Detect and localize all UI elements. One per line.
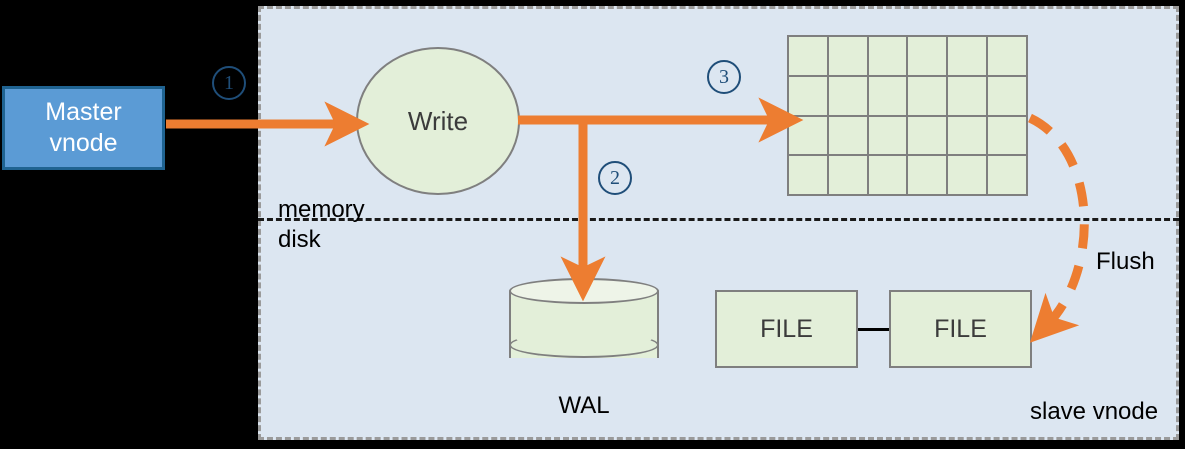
memtable-cell: [948, 156, 987, 194]
memory-label: memory: [278, 196, 365, 223]
write-node[interactable]: Write: [356, 47, 520, 195]
memtable-cell: [988, 116, 1026, 155]
flush-label: Flush: [1096, 248, 1155, 275]
memtable-cell: [908, 37, 947, 75]
wal-cylinder[interactable]: [509, 278, 659, 371]
memtable-cell: [988, 37, 1026, 75]
step-number-2: 2: [598, 161, 632, 195]
file-box-1-label: FILE: [760, 314, 813, 343]
memtable-cell: [789, 116, 827, 155]
master-vnode-label-line1: Master: [45, 98, 122, 126]
file-connector-line: [857, 328, 890, 331]
slave-vnode-label: slave vnode: [1030, 398, 1159, 425]
memtable-grid: [787, 35, 1028, 196]
master-vnode-box[interactable]: Master vnode: [2, 86, 165, 170]
memory-disk-divider: [258, 218, 1179, 221]
file-box-2-label: FILE: [934, 314, 987, 343]
memtable-cell: [828, 76, 867, 115]
file-box-2[interactable]: FILE: [889, 290, 1032, 368]
wal-cylinder-bottom: [509, 332, 659, 358]
memtable-cell: [988, 156, 1026, 194]
step-number-3: 3: [707, 60, 741, 94]
master-vnode-label-line2: vnode: [49, 129, 118, 157]
file-box-1[interactable]: FILE: [715, 290, 858, 368]
memtable-cell: [868, 37, 907, 75]
wal-label: WAL: [558, 392, 610, 419]
memtable-cell: [789, 156, 827, 194]
memtable-cell: [988, 76, 1026, 115]
memtable-cell: [868, 156, 907, 194]
memtable-cell: [789, 76, 827, 115]
memtable-cell: [948, 76, 987, 115]
step-number-1: 1: [212, 66, 246, 100]
memtable-cell: [908, 156, 947, 194]
memtable-cell: [828, 37, 867, 75]
memtable-cell: [828, 156, 867, 194]
disk-label: disk: [278, 226, 321, 253]
memtable-cell: [908, 116, 947, 155]
memtable-cell: [828, 116, 867, 155]
memtable-cell: [868, 76, 907, 115]
memtable-cell: [868, 116, 907, 155]
wal-cylinder-top: [509, 278, 659, 304]
memtable-cell: [908, 76, 947, 115]
memtable-cell: [948, 116, 987, 155]
write-node-label: Write: [407, 105, 469, 136]
memtable-cell: [948, 37, 987, 75]
memtable-cell: [789, 37, 827, 75]
